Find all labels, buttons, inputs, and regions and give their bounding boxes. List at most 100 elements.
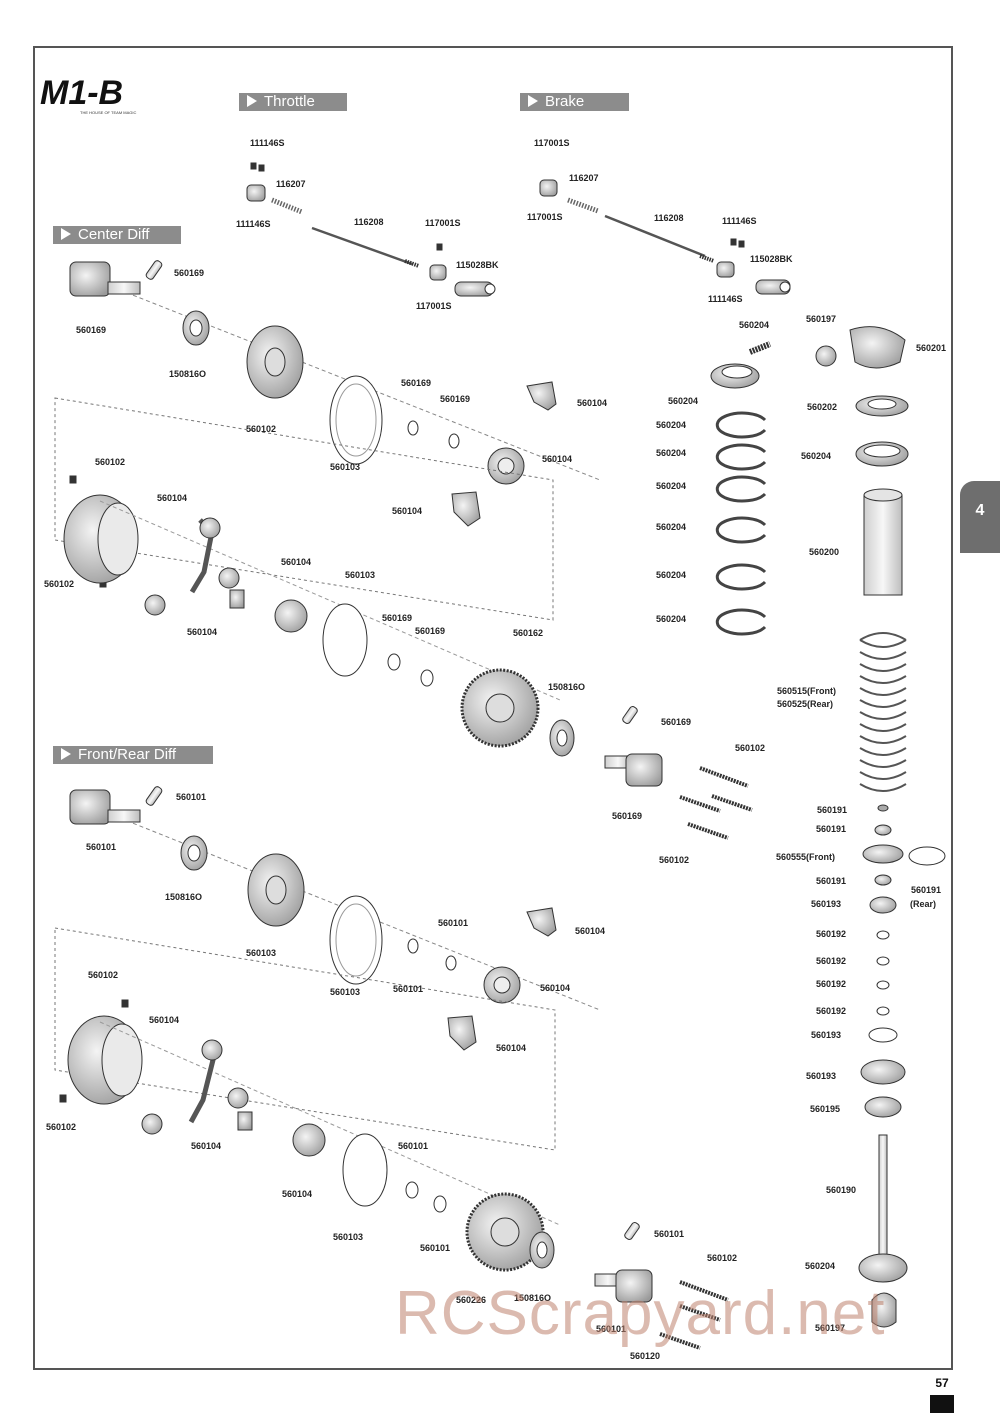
part-label: 560555(Front) [776,852,835,862]
part-label: 560104 [149,1015,179,1025]
part-label: 560525(Rear) [777,699,833,709]
part-label: 560101 [393,984,423,994]
part-label: 560101 [86,842,116,852]
part-label: 560201 [916,343,946,353]
page-number-bar [930,1395,954,1413]
part-label: 560204 [656,570,686,580]
part-label: 560104 [392,506,422,516]
part-label: 560190 [826,1185,856,1195]
section-tab-throttle: Throttle [239,93,347,111]
part-label: 560169 [382,613,412,623]
part-label: 560102 [44,579,74,589]
chapter-tab: 4 [960,481,1000,553]
part-label: 560191 [816,824,846,834]
part-label: 560104 [577,398,607,408]
section-title: Front/Rear Diff [78,746,177,763]
arrow-right-icon [528,95,538,107]
part-label: 560169 [612,811,642,821]
part-label: 560104 [187,627,217,637]
section-tab-brake: Brake [520,93,629,111]
part-label: 560191 [817,805,847,815]
brake-assembly [539,179,791,295]
part-label: 560226 [456,1295,486,1305]
part-label: 560195 [810,1104,840,1114]
part-label: (Rear) [910,899,936,909]
part-label: 560200 [809,547,839,557]
section-title: Throttle [264,93,315,110]
part-label: 150816O [514,1293,551,1303]
part-label: 560191 [911,885,941,895]
part-label: 560101 [654,1229,684,1239]
part-label: 117001S [416,301,452,311]
part-label: 560204 [739,320,769,330]
part-label: 560191 [816,876,846,886]
part-label: 560197 [806,314,836,324]
part-label: 117001S [425,218,461,228]
part-label: 115028BK [456,260,499,270]
section-title: Brake [545,93,585,110]
part-label: 560102 [88,970,118,980]
m1-b-logo: M1-B THE HOUSE OF TEAM MAGIC [40,74,178,123]
center-diff-assembly [54,260,753,840]
section-title: Center Diff [78,226,150,243]
part-label: 560101 [398,1141,428,1151]
part-label: 115028BK [750,254,793,264]
part-label: 560104 [540,983,570,993]
part-label: 560197 [815,1323,845,1333]
part-label: 560102 [46,1122,76,1132]
part-labels: 111146S 116207 111146S 116208 117001S 11… [44,138,946,1361]
page-number: 57 [935,1376,949,1390]
part-label: 560204 [805,1261,835,1271]
shock-assembly [710,326,946,1328]
part-label: 560193 [811,1030,841,1040]
part-label: 111146S [250,138,285,148]
part-label: 117001S [534,138,570,148]
part-label: 560104 [281,557,311,567]
arrow-right-icon [61,228,71,240]
part-label: 111146S [708,294,743,304]
part-label: 560202 [807,402,837,412]
arrow-right-icon [61,748,71,760]
front-rear-diff-assembly [54,786,729,1350]
part-label: 150816O [169,369,206,379]
part-label: 560120 [630,1351,660,1361]
part-label: 560101 [438,918,468,928]
page-frame [33,46,953,1370]
part-label: 560104 [542,454,572,464]
part-label: 560162 [513,628,543,638]
section-tab-front-rear-diff: Front/Rear Diff [53,746,213,764]
part-label: 560204 [656,522,686,532]
part-label: 150816O [165,892,202,902]
part-label: 560204 [656,481,686,491]
part-label: 560193 [806,1071,836,1081]
part-label: 560103 [345,570,375,580]
part-label: 560204 [801,451,831,461]
part-label: 560204 [656,614,686,624]
part-label: 111146S [236,219,271,229]
section-tab-center-diff: Center Diff [53,226,181,244]
part-label: 560102 [246,424,276,434]
part-label: 560104 [282,1189,312,1199]
part-label: 116207 [569,173,599,183]
part-label: 560169 [76,325,106,335]
part-label: 560104 [157,493,187,503]
shock-shims [715,411,767,636]
part-label: 116208 [354,217,384,227]
part-label: 560103 [330,462,360,472]
part-label: 111146S [722,216,757,226]
part-label: 560102 [95,457,125,467]
watermark: RCScrapyard.net [395,1279,886,1348]
part-label: 117001S [527,212,563,222]
part-label: 560192 [816,1006,846,1016]
part-label: 560104 [191,1141,221,1151]
part-label: 560169 [415,626,445,636]
part-label: 560204 [656,448,686,458]
part-label: 560192 [816,929,846,939]
logo-text: M1-B [40,74,123,112]
part-label: 560169 [440,394,470,404]
part-label: 150816O [548,682,585,692]
part-label: 560192 [816,956,846,966]
throttle-assembly [246,162,496,297]
part-label: 560103 [330,987,360,997]
